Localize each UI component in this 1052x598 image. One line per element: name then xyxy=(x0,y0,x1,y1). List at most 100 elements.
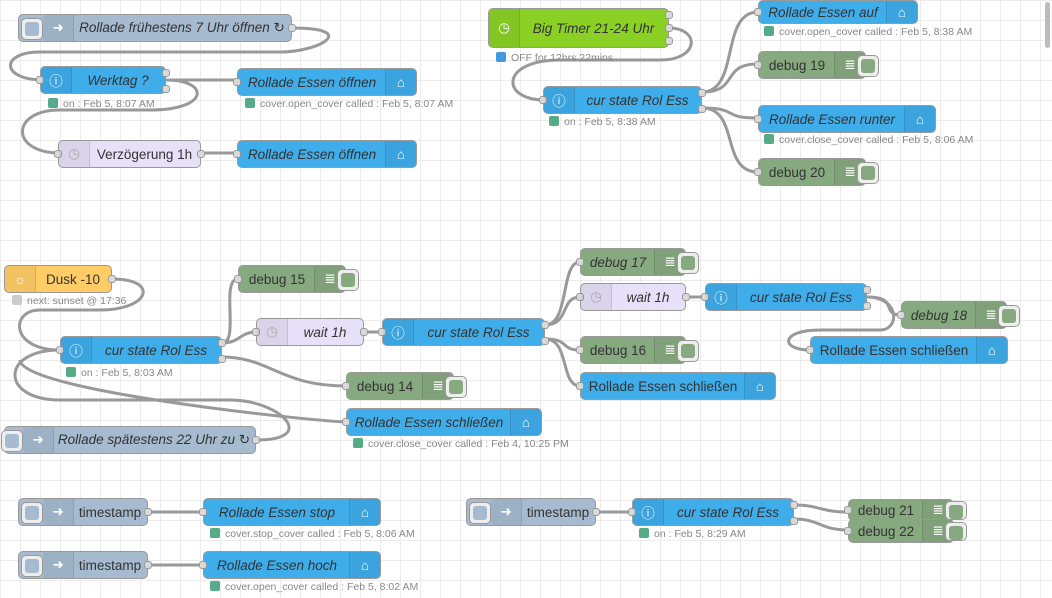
output-port[interactable] xyxy=(144,561,152,569)
service-node-rollade-essen-oeffnen-2[interactable]: Rollade Essen öffnen ⌂ xyxy=(233,140,417,168)
service-node-rollade-essen-oeffnen[interactable]: Rollade Essen öffnen ⌂ xyxy=(233,68,417,96)
inject-button[interactable] xyxy=(1,430,23,452)
output-port[interactable] xyxy=(144,508,152,516)
debug-node-19[interactable]: debug 19 ≣ xyxy=(754,51,879,79)
output-port[interactable] xyxy=(288,24,296,32)
input-port[interactable] xyxy=(56,346,64,354)
service-node-rollade-essen-schliessen-3[interactable]: Rollade Essen schließen ⌂ xyxy=(342,408,542,436)
output-port[interactable] xyxy=(108,275,116,283)
output-port[interactable] xyxy=(162,85,170,93)
service-node-rollade-essen-stop[interactable]: Rollade Essen stop ⌂ xyxy=(199,498,381,526)
input-port[interactable] xyxy=(628,508,636,516)
output-port[interactable] xyxy=(665,24,673,32)
debug-node-14[interactable]: debug 14 ≣ xyxy=(342,372,467,400)
output-port[interactable] xyxy=(790,501,798,509)
output-port[interactable] xyxy=(162,69,170,77)
input-port[interactable] xyxy=(539,96,547,104)
service-node-rollade-essen-schliessen-1[interactable]: Rollade Essen schließen ⌂ xyxy=(806,336,1008,364)
output-port[interactable] xyxy=(252,436,260,444)
inject-button[interactable] xyxy=(21,555,43,577)
input-port[interactable] xyxy=(199,508,207,516)
current-state-node-rol-ess-3[interactable]: ⓘ cur state Rol Ess xyxy=(701,283,871,311)
debug-toggle-button[interactable] xyxy=(445,376,467,398)
output-port[interactable] xyxy=(863,286,871,294)
debug-toggle-button[interactable] xyxy=(677,340,699,362)
output-port[interactable] xyxy=(682,293,690,301)
input-port[interactable] xyxy=(199,561,207,569)
service-node-rollade-essen-schliessen-2[interactable]: Rollade Essen schließen ⌂ xyxy=(576,372,776,400)
output-port[interactable] xyxy=(863,302,871,310)
input-port[interactable] xyxy=(378,328,386,336)
output-port[interactable] xyxy=(218,355,226,363)
debug-toggle-button[interactable] xyxy=(677,252,699,274)
input-port[interactable] xyxy=(754,61,762,69)
debug-node-21[interactable]: debug 21 ≣ xyxy=(844,499,967,521)
output-port[interactable] xyxy=(197,150,205,158)
input-port[interactable] xyxy=(342,418,350,426)
output-port[interactable] xyxy=(218,339,226,347)
debug-node-15[interactable]: debug 15 ≣ xyxy=(234,265,359,293)
debug-toggle-button[interactable] xyxy=(857,162,879,184)
inject-node-rollade-spaetestens[interactable]: ➜ Rollade spätestens 22 Uhr zu ↻ xyxy=(1,426,260,454)
inject-button[interactable] xyxy=(21,502,43,524)
output-port[interactable] xyxy=(698,105,706,113)
output-port[interactable] xyxy=(790,517,798,525)
inject-node-timestamp-3[interactable]: ➜ timestamp xyxy=(18,551,152,579)
input-port[interactable] xyxy=(576,258,584,266)
input-port[interactable] xyxy=(576,346,584,354)
input-port[interactable] xyxy=(754,8,762,16)
input-port[interactable] xyxy=(897,311,905,319)
current-state-node-werktag[interactable]: ⓘ Werktag ? xyxy=(36,66,170,94)
output-port[interactable] xyxy=(665,11,673,19)
input-port[interactable] xyxy=(233,150,241,158)
delay-node-verzoegerung[interactable]: ◷ Verzögerung 1h xyxy=(54,140,205,168)
service-node-rollade-essen-auf[interactable]: Rollade Essen auf ⌂ xyxy=(754,0,918,24)
inject-node-timestamp-2[interactable]: ➜ timestamp xyxy=(466,498,600,526)
delay-node-wait-1h-a[interactable]: ◷ wait 1h xyxy=(252,318,368,346)
output-port[interactable] xyxy=(360,328,368,336)
input-port[interactable] xyxy=(576,382,584,390)
debug-toggle-button[interactable] xyxy=(998,305,1020,327)
delay-node-wait-1h-b[interactable]: ◷ wait 1h xyxy=(576,283,690,311)
big-timer-node[interactable]: ◷ Big Timer 21-24 Uhr xyxy=(488,8,673,48)
input-port[interactable] xyxy=(806,346,814,354)
output-port[interactable] xyxy=(665,37,673,45)
debug-toggle-button[interactable] xyxy=(945,501,967,520)
current-state-node-rol-ess-2[interactable]: ⓘ cur state Rol Ess xyxy=(378,318,549,346)
current-state-node-rol-ess-1[interactable]: ⓘ cur state Rol Ess xyxy=(539,86,706,114)
input-port[interactable] xyxy=(576,293,584,301)
inject-button[interactable] xyxy=(469,502,491,524)
debug-toggle-button[interactable] xyxy=(857,55,879,77)
output-port[interactable] xyxy=(541,337,549,345)
input-port[interactable] xyxy=(844,527,852,535)
debug-node-20[interactable]: debug 20 ≣ xyxy=(754,158,879,186)
debug-toggle-button[interactable] xyxy=(337,269,359,291)
input-port[interactable] xyxy=(754,115,762,123)
output-port[interactable] xyxy=(592,508,600,516)
input-port[interactable] xyxy=(234,275,242,283)
input-port[interactable] xyxy=(701,293,709,301)
debug-node-17[interactable]: debug 17 ≣ xyxy=(576,248,699,276)
current-state-node-rol-ess-5[interactable]: ⓘ cur state Rol Ess xyxy=(628,498,798,526)
output-port[interactable] xyxy=(541,321,549,329)
inject-node-rollade-fruehestens[interactable]: ➜ Rollade frühestens 7 Uhr öffnen ↻ xyxy=(18,14,296,42)
input-port[interactable] xyxy=(54,150,62,158)
vertical-scrollbar[interactable] xyxy=(1045,2,1050,48)
service-node-rollade-essen-hoch[interactable]: Rollade Essen hoch ⌂ xyxy=(199,551,381,579)
input-port[interactable] xyxy=(342,382,350,390)
debug-node-16[interactable]: debug 16 ≣ xyxy=(576,336,699,364)
service-node-rollade-essen-runter[interactable]: Rollade Essen runter ⌂ xyxy=(754,105,936,133)
current-state-node-rol-ess-4[interactable]: ⓘ cur state Rol Ess xyxy=(56,336,226,364)
debug-node-18[interactable]: debug 18 ≣ xyxy=(897,301,1020,329)
debug-node-22[interactable]: debug 22 ≣ xyxy=(844,519,967,543)
inject-node-timestamp-1[interactable]: ➜ timestamp xyxy=(18,498,152,526)
input-port[interactable] xyxy=(844,506,852,514)
sun-events-node-dusk[interactable]: ☼ Dusk -10 xyxy=(4,265,116,293)
debug-toggle-button[interactable] xyxy=(945,522,967,541)
inject-button[interactable] xyxy=(21,18,43,40)
input-port[interactable] xyxy=(36,76,44,84)
input-port[interactable] xyxy=(233,78,241,86)
input-port[interactable] xyxy=(252,328,260,336)
input-port[interactable] xyxy=(754,168,762,176)
output-port[interactable] xyxy=(698,89,706,97)
